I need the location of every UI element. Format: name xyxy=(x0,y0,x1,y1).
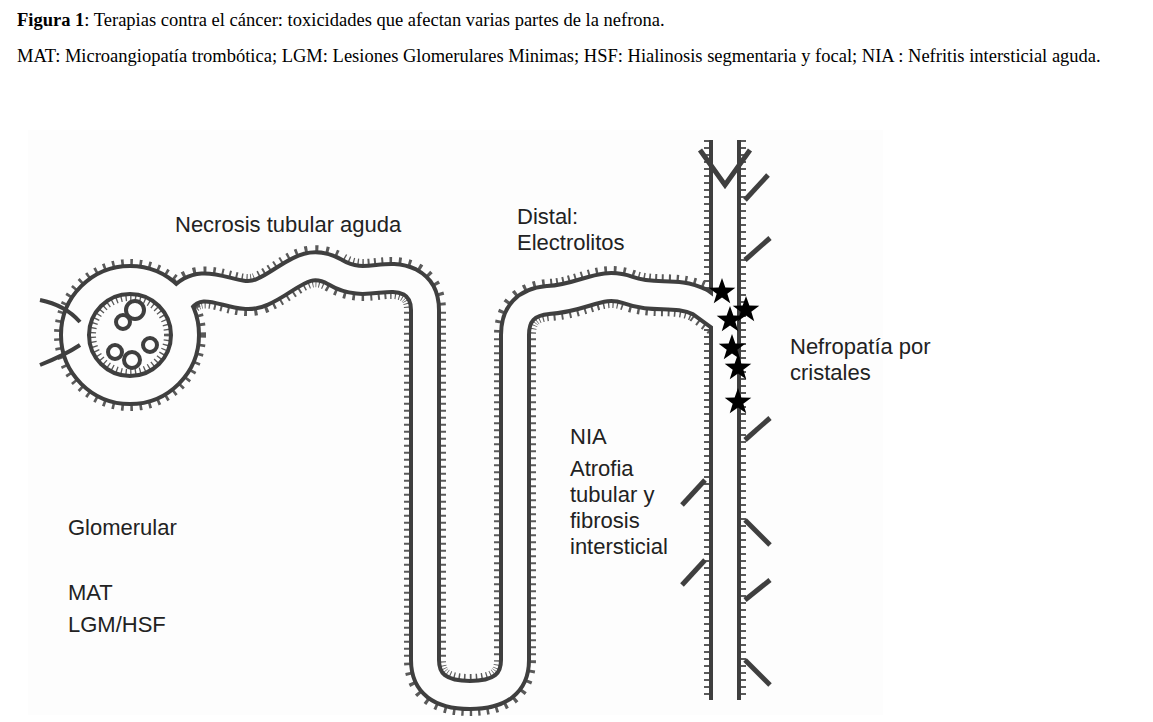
segment-label: Atrofia tubular y fibrosis intersticial xyxy=(570,456,688,560)
segment-label: NIA xyxy=(570,424,690,450)
figure-title: Figura 1: Terapias contra el cáncer: tox… xyxy=(17,8,1137,32)
segment-label: Glomerular xyxy=(68,515,268,541)
collecting-duct-branches xyxy=(682,150,770,685)
segment-label: LGM/HSF xyxy=(68,612,268,638)
glomerulus xyxy=(40,300,157,368)
segment-label: Nefropatía por cristales xyxy=(790,334,965,386)
figure-caption: MAT: Microangiopatía trombótica; LGM: Le… xyxy=(17,42,1137,70)
crystal-stars xyxy=(709,278,760,413)
segment-label: Distal: Electrolitos xyxy=(517,204,657,256)
segment-label: MAT xyxy=(68,580,268,606)
segment-label: Necrosis tubular aguda xyxy=(175,212,475,238)
tubule xyxy=(75,138,725,702)
figure-ground xyxy=(28,130,883,715)
